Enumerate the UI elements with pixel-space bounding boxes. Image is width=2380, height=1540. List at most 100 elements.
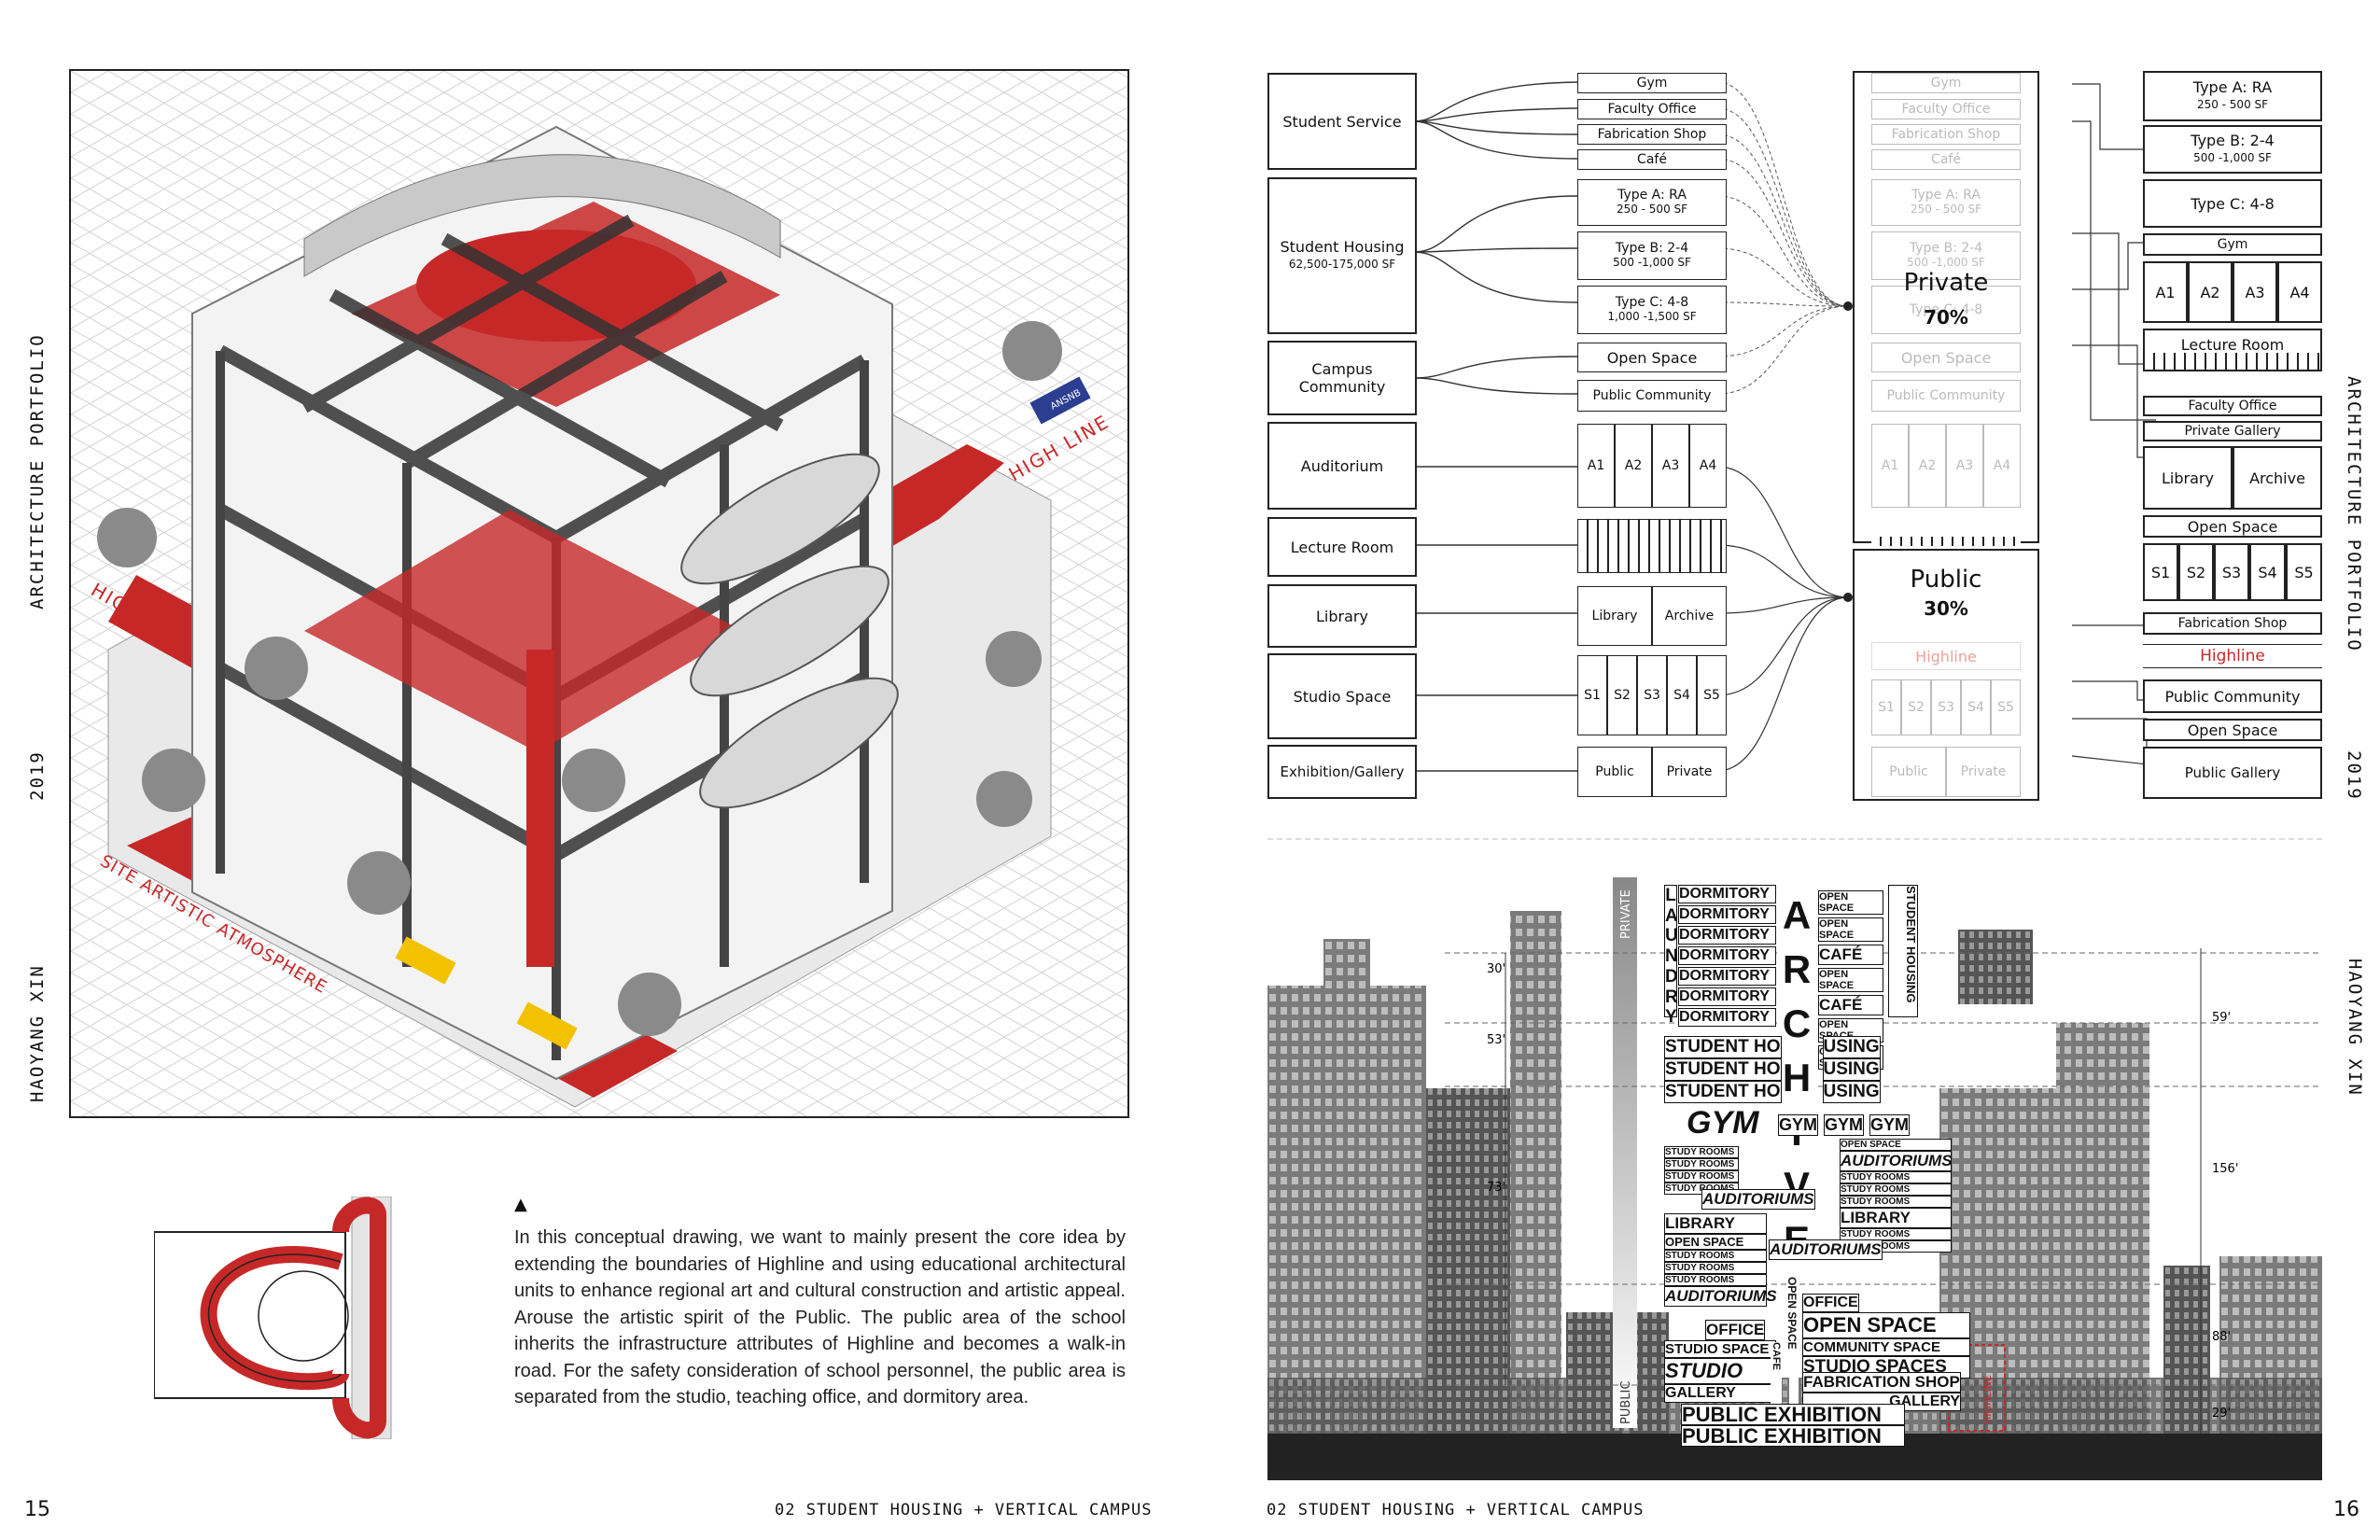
footer-left: 02 STUDENT HOUSING + VERTICAL CAMPUS xyxy=(775,1501,1152,1519)
office-left: OFFICE xyxy=(1705,1320,1765,1340)
result-gym: Gym xyxy=(2143,233,2322,256)
program-gym: Gym xyxy=(1577,73,1727,93)
zone-lecture-strip xyxy=(1871,537,2021,546)
category-lecture-room: Lecture Room xyxy=(1267,517,1417,577)
category-library: Library xyxy=(1267,584,1417,648)
result-fabrication-shop: Fabrication Shop xyxy=(2143,612,2322,635)
zone-public: Public xyxy=(1871,747,1946,797)
program-a1: A1 xyxy=(1577,424,1615,508)
left-side-author: HAOYANG XIN xyxy=(27,972,48,1102)
library-left: LIBRARY OPEN SPACE STUDY ROOMS STUDY ROO… xyxy=(1664,1213,1767,1307)
isometric-svg: ANSNB HIGH LINE HIGH LINE SITE ARTISTIC … xyxy=(71,71,1127,1116)
zone-faculty-office: Faculty Office xyxy=(1871,99,2021,119)
result-public-gallery: Public Gallery xyxy=(2143,747,2322,799)
right-side-year: 2019 xyxy=(2344,746,2364,805)
zone-cafe: Café xyxy=(1871,149,2021,170)
result-private-gallery: Private Gallery xyxy=(2143,421,2322,441)
student-housing-vertical: STUDENT HOUSING xyxy=(1888,885,1918,1017)
result-s1: S1 xyxy=(2143,543,2178,601)
result-a3: A3 xyxy=(2233,261,2277,323)
section-drawing: PRIVATE PUBLIC 30' 53' 73' 59' 156' 88' … xyxy=(1267,874,2322,1480)
result-archive: Archive xyxy=(2233,446,2322,510)
program-s4: S4 xyxy=(1667,655,1697,735)
auditoriums-mid: AUDITORIUMS xyxy=(1701,1189,1815,1210)
result-library: Library xyxy=(2143,446,2233,510)
dim-30: 30' xyxy=(1487,962,1505,976)
zone-highline: Highline xyxy=(1871,642,2021,670)
zone-s4: S4 xyxy=(1961,679,1991,735)
public-exhibition-stack: PUBLIC EXHIBITION PUBLIC EXHIBITION xyxy=(1681,1404,1905,1447)
program-fabrication-shop: Fabrication Shop xyxy=(1577,124,1727,145)
studio-left-stack: STUDIO SPACE STUDIO GALLERY xyxy=(1664,1340,1776,1403)
program-open-space: Open Space xyxy=(1577,343,1727,372)
zone-open-space: Open Space xyxy=(1871,343,2021,372)
category-campus-community: Campus Community xyxy=(1267,341,1417,415)
program-a2: A2 xyxy=(1615,424,1652,508)
zone-a1: A1 xyxy=(1871,424,1909,508)
right-side-author: HAOYANG XIN xyxy=(2345,959,2365,1089)
result-open-space-2: Open Space xyxy=(2143,719,2322,741)
zone-fabrication-shop: Fabrication Shop xyxy=(1871,124,2021,145)
program-library: Library xyxy=(1577,586,1652,646)
program-s5: S5 xyxy=(1697,655,1727,735)
category-auditorium: Auditorium xyxy=(1267,422,1417,510)
program-archive: Archive xyxy=(1652,586,1727,646)
program-public: Public xyxy=(1577,747,1652,797)
program-lecture-rooms xyxy=(1577,519,1727,573)
page-number-left: 15 xyxy=(24,1498,50,1521)
office-right-stack: OFFICE OPEN SPACE COMMUNITY SPACE STUDIO… xyxy=(1802,1294,1970,1379)
program-a4: A4 xyxy=(1689,424,1727,508)
dim-53: 53' xyxy=(1487,1033,1505,1047)
private-vertical: PRIVATE xyxy=(1619,889,1633,939)
program-s2: S2 xyxy=(1607,655,1637,735)
program-s1: S1 xyxy=(1577,655,1607,735)
dim-156: 156' xyxy=(2212,1162,2238,1176)
result-type-c: Type C: 4-8 xyxy=(2143,179,2322,228)
cafe-vertical: CAFE xyxy=(1771,1342,1782,1407)
dim-59: 59' xyxy=(2212,1011,2231,1025)
highline-loop-diagram xyxy=(154,1197,402,1439)
result-highline: Highline xyxy=(2143,644,2322,668)
divider xyxy=(1267,838,2322,840)
dim-73: 73' xyxy=(1487,1181,1505,1195)
page-number-right: 16 xyxy=(2333,1498,2359,1521)
program-faculty-office: Faculty Office xyxy=(1577,99,1727,119)
zone-a3: A3 xyxy=(1946,424,1983,508)
result-a1: A1 xyxy=(2143,261,2188,323)
program-s3: S3 xyxy=(1637,655,1667,735)
program-private: Private xyxy=(1652,747,1727,797)
result-public-community: Public Community xyxy=(2143,679,2322,713)
result-s5: S5 xyxy=(2286,543,2322,601)
left-side-year: 2019 xyxy=(27,746,48,805)
program-cafe: Café xyxy=(1577,149,1727,170)
isometric-drawing: ANSNB HIGH LINE HIGH LINE SITE ARTISTIC … xyxy=(69,69,1129,1118)
red-tower xyxy=(526,650,554,967)
study-rooms-left: STUDY ROOMS STUDY ROOMS STUDY ROOMS STUD… xyxy=(1664,1146,1739,1195)
auditoriums-low: AUDITORIUMS xyxy=(1769,1239,1883,1260)
gym-big: GYM xyxy=(1687,1105,1758,1141)
zone-public-community: Public Community xyxy=(1871,380,2021,412)
right-side-portfolio: ARCHITECTURE PORTFOLIO xyxy=(2344,376,2364,609)
zone-s2: S2 xyxy=(1901,679,1931,735)
category-exhibition: Exhibition/Gallery xyxy=(1267,745,1417,799)
result-a2: A2 xyxy=(2188,261,2233,323)
public-zone-label: Public30% xyxy=(1871,566,2021,620)
zone-a2: A2 xyxy=(1909,424,1946,508)
zone-private: Private xyxy=(1946,747,2021,797)
zone-s1: S1 xyxy=(1871,679,1901,735)
result-a4: A4 xyxy=(2277,261,2322,323)
description-paragraph: In this conceptual drawing, we want to m… xyxy=(514,1225,1126,1411)
dim-29: 29' xyxy=(2212,1407,2231,1421)
result-open-space: Open Space xyxy=(2143,515,2322,538)
triangle-marker: ▲ xyxy=(514,1195,527,1214)
